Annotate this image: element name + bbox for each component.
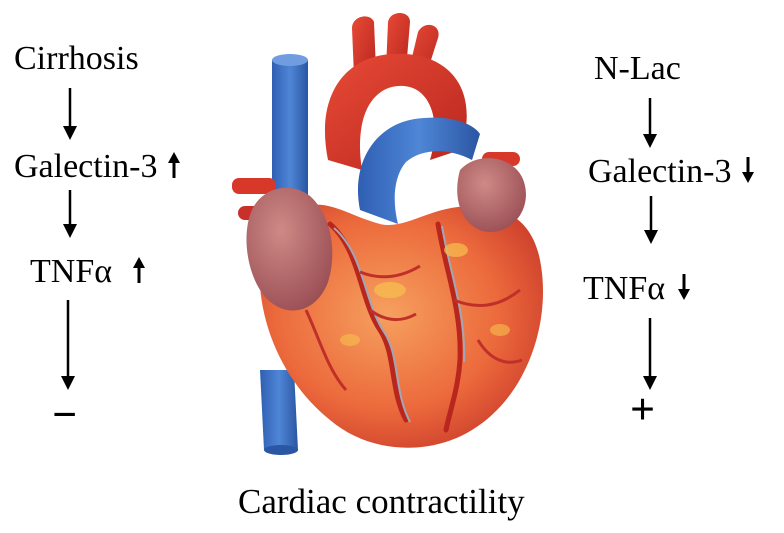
left-outcome-minus: − xyxy=(52,393,77,437)
left-step-galectin: Galectin-3 xyxy=(14,150,180,184)
heart-illustration xyxy=(210,10,570,475)
left-step-tnf: TNFα xyxy=(30,255,145,289)
right-arrow-2 xyxy=(641,196,661,244)
left-arrow-3 xyxy=(58,300,78,390)
right-outcome-plus: + xyxy=(630,388,655,432)
left-arrow-2 xyxy=(60,190,80,238)
left-step-cirrhosis: Cirrhosis xyxy=(14,42,139,76)
up-arrow-icon xyxy=(168,152,180,178)
right-step-tnf: TNFα xyxy=(583,272,690,306)
up-arrow-icon xyxy=(133,257,145,283)
down-arrow-icon xyxy=(742,157,754,183)
left-tnf-label: TNFα xyxy=(30,253,112,290)
right-step-galectin: Galectin-3 xyxy=(588,155,754,189)
right-tnf-label: TNFα xyxy=(583,270,665,307)
left-arrow-1 xyxy=(60,88,80,140)
right-step-nlac: N-Lac xyxy=(594,52,681,86)
left-galectin-label: Galectin-3 xyxy=(14,148,158,185)
right-galectin-label: Galectin-3 xyxy=(588,153,732,190)
caption-cardiac-contractility: Cardiac contractility xyxy=(238,484,525,519)
down-arrow-icon xyxy=(678,274,690,300)
right-arrow-1 xyxy=(640,98,660,148)
right-arrow-3 xyxy=(640,318,660,390)
